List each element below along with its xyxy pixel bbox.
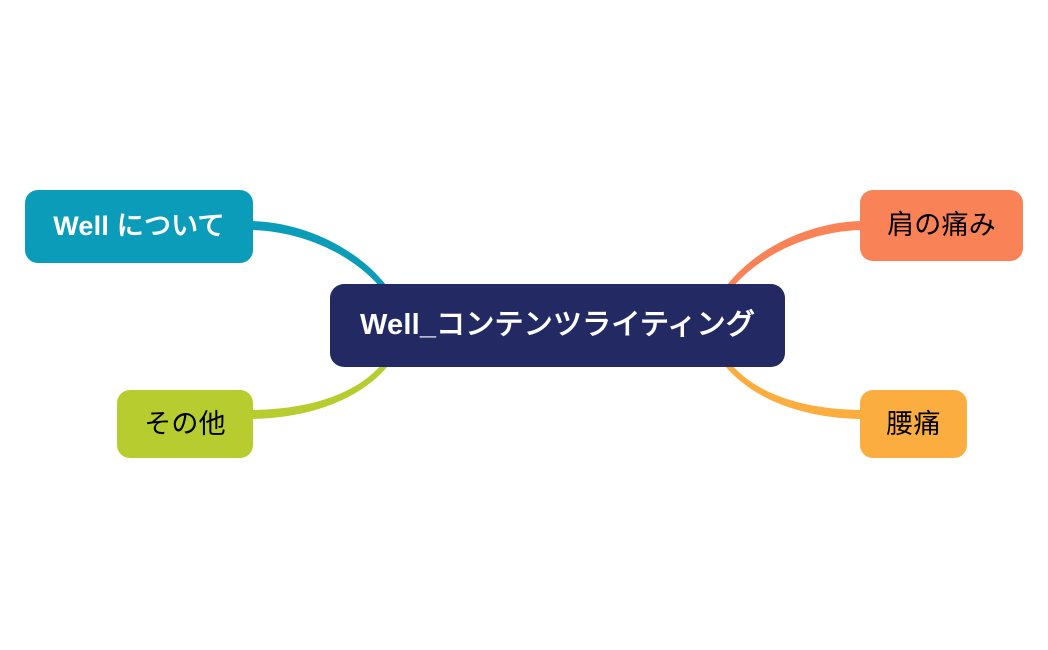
edge-lower-back-pain — [725, 364, 865, 419]
branch-node-shoulder-pain[interactable]: 肩の痛み — [860, 190, 1023, 261]
branch-node-label-well-about: Well について — [53, 211, 225, 241]
edge-shoulder-pain — [727, 221, 865, 287]
root-node-label: Well_コンテンツライティング — [359, 309, 756, 341]
root-node[interactable]: Well_コンテンツライティング — [330, 284, 785, 367]
branch-node-label-other: その他 — [144, 408, 226, 439]
branch-node-other[interactable]: その他 — [117, 390, 253, 458]
edge-well-about — [248, 221, 386, 287]
branch-node-label-shoulder-pain: 肩の痛み — [887, 210, 996, 240]
branch-node-well-about[interactable]: Well について — [25, 190, 253, 263]
branch-node-label-lower-back-pain: 腰痛 — [886, 408, 941, 439]
branch-node-lower-back-pain[interactable]: 腰痛 — [860, 390, 967, 458]
edge-other — [248, 364, 388, 419]
